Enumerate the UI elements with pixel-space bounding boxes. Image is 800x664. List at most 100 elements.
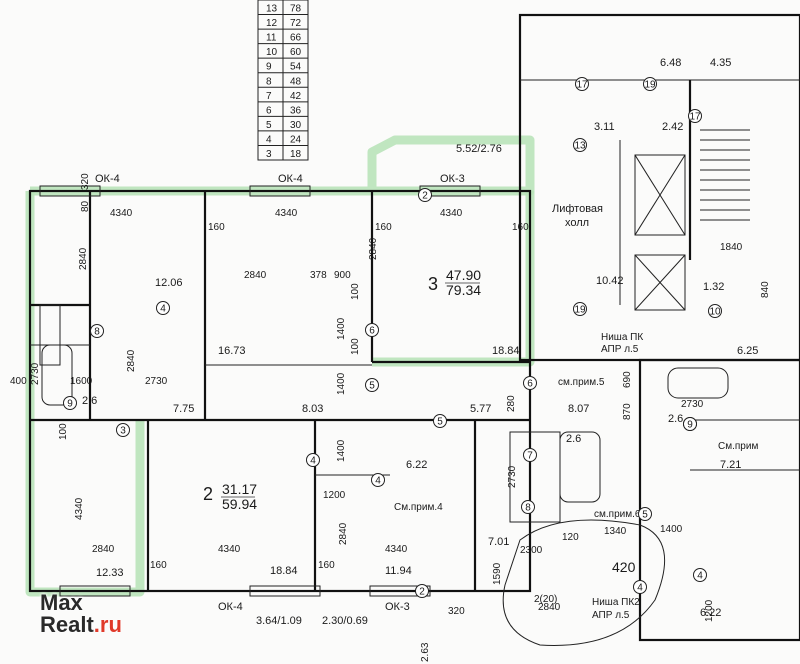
floor-table-value: 78 (290, 4, 302, 15)
window-ok3-bottom: ОК-3 (385, 601, 410, 613)
dim-label: 2840 (92, 544, 115, 555)
axis-marker: 6 (365, 323, 379, 337)
dim-label: 4340 (385, 544, 408, 555)
room-area: 3.11 (594, 121, 615, 133)
room-area: 6.25 (737, 345, 758, 357)
axis-marker: 4 (371, 473, 385, 487)
axis-marker: 19 (573, 302, 587, 316)
dim-label: 2840 (244, 270, 267, 281)
room-area: 2.6 (82, 395, 97, 407)
axis-marker: 9 (63, 396, 77, 410)
dim-label: 1840 (720, 242, 743, 253)
room-area: 12.06 (155, 277, 183, 289)
window-ok4-bottom: ОК-4 (218, 601, 243, 613)
dim-label: 100 (350, 283, 361, 300)
axis-marker-label: 5 (437, 417, 443, 428)
floor-table-floor: 4 (266, 134, 272, 145)
floor-table-value: 42 (290, 91, 302, 102)
dim-label: 160 (150, 560, 167, 571)
text-labels: Лифтовая холл Ниша ПК АПР л.5 Ниша ПК2 А… (394, 203, 758, 621)
dim-label: 900 (334, 270, 351, 281)
axis-marker-label: 3 (120, 426, 126, 437)
lift-hall-label: холл (565, 217, 589, 229)
room-area: 12.33 (96, 567, 124, 579)
axis-marker-label: 17 (689, 112, 701, 123)
note-label: См.прим.4 (394, 502, 443, 513)
axis-marker: 4 (693, 568, 707, 582)
floor-table-floor: 6 (266, 105, 272, 116)
dim-label: 160 (375, 222, 392, 233)
axis-marker: 7 (523, 448, 537, 462)
dim-label: 100 (58, 423, 69, 440)
dimensions: 4340 4340 4340 4340 4340 4340 2840 2840 … (10, 57, 771, 662)
note-label: см.прим.6 (594, 509, 641, 520)
axis-marker: 5 (638, 507, 652, 521)
floor-table-value: 30 (290, 120, 302, 131)
axis-marker-label: 5 (369, 381, 375, 392)
dim-label: 2730 (507, 465, 518, 488)
axis-marker-label: 4 (310, 456, 316, 467)
dim-label: 2840 (538, 602, 561, 613)
axis-marker-label: 4 (375, 476, 381, 487)
axis-marker: 10 (708, 304, 722, 318)
floor-table-floor: 9 (266, 62, 272, 73)
axis-marker-label: 5 (642, 510, 648, 521)
dim-label: 2730 (681, 399, 704, 410)
axis-marker-label: 9 (687, 420, 693, 431)
dim-label: 4340 (218, 544, 241, 555)
floor-table-floor: 3 (266, 149, 272, 160)
room-area: 7.21 (720, 459, 741, 471)
axis-marker: 4 (633, 580, 647, 594)
axis-marker: 4 (156, 301, 170, 315)
axis-marker-label: 4 (697, 571, 703, 582)
dim-label: 2840 (368, 237, 379, 260)
niche-label: Ниша ПК (601, 332, 643, 343)
dim-label: 280 (506, 395, 517, 412)
note-label: См.прим (718, 441, 758, 452)
dim-label: 4340 (440, 208, 463, 219)
dim-label: 4340 (275, 208, 298, 219)
window-ok4-left: ОК-4 (95, 173, 120, 185)
right-apartment (509, 358, 800, 642)
floor-table-floor: 12 (266, 18, 278, 29)
dim-label: 100 (350, 338, 361, 355)
dim-label: 80 (80, 200, 91, 212)
floor-table-value: 72 (290, 18, 302, 29)
dim-label: 2730 (30, 362, 41, 385)
apartment-labels: 3 47.90 79.34 2 31.17 59.94 (203, 267, 481, 512)
dim-label: 1340 (604, 526, 627, 537)
axis-marker-label: 9 (67, 399, 73, 410)
dim-label: 2300 (520, 545, 543, 556)
axis-marker-label: 19 (574, 305, 586, 316)
dim-label: 2.63 (420, 642, 431, 662)
axis-marker-label: 17 (576, 80, 588, 91)
dim-label: 160 (208, 222, 225, 233)
dim-label: 1400 (660, 524, 683, 535)
room-area: 8.07 (568, 403, 589, 415)
dim-label: 4340 (74, 497, 85, 520)
dim-label: 320 (448, 606, 465, 617)
dim-label: 320 (80, 173, 91, 190)
dim-label: 160 (318, 560, 335, 571)
axis-marker-label: 6 (527, 379, 533, 390)
dim-label: 1200 (704, 599, 715, 622)
dim-label: 840 (760, 281, 771, 298)
axis-marker: 5 (433, 414, 447, 428)
axis-marker: 2 (415, 584, 429, 598)
axis-marker: 5 (365, 378, 379, 392)
dim-label: 870 (622, 403, 633, 420)
axis-marker: 8 (90, 324, 104, 338)
dim-label: 2840 (78, 247, 89, 270)
floor-table-value: 36 (290, 105, 302, 116)
room-area: 18.84 (492, 345, 520, 357)
axis-marker-label: 8 (94, 327, 100, 338)
room-area: 7.75 (173, 403, 194, 415)
axis-marker: 17 (688, 109, 702, 123)
floor-table-floor: 13 (266, 4, 278, 15)
axis-marker: 17 (575, 77, 589, 91)
axis-marker-label: 2 (422, 191, 428, 202)
dim-label: 6.48 (660, 57, 681, 69)
dim-label: 3.64/1.09 (256, 615, 302, 627)
